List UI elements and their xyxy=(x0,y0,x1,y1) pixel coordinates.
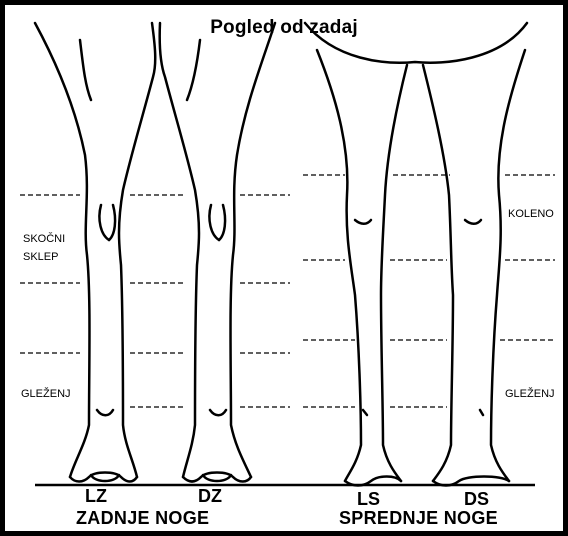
fetlock-label-front: GLEŽENJ xyxy=(505,385,555,403)
legs-drawing xyxy=(5,5,563,531)
leg-label-ds: DS xyxy=(464,489,489,510)
knee-label: KOLENO xyxy=(508,205,554,223)
front-legs-illustration xyxy=(305,23,527,486)
diagram-title: Pogled od zadaj xyxy=(5,17,563,39)
leg-label-dz: DZ xyxy=(198,486,222,507)
leg-label-ls: LS xyxy=(357,489,380,510)
hock-label-line1: SKOČNI xyxy=(23,230,65,248)
hock-label-line2: SKLEP xyxy=(23,248,58,266)
front-legs-caption: SPREDNJE NOGE xyxy=(339,508,498,529)
rear-legs-caption: ZADNJE NOGE xyxy=(76,508,209,529)
leg-label-lz: LZ xyxy=(85,486,107,507)
rear-legs-illustration xyxy=(35,23,275,482)
fetlock-label-rear: GLEŽENJ xyxy=(21,385,71,403)
